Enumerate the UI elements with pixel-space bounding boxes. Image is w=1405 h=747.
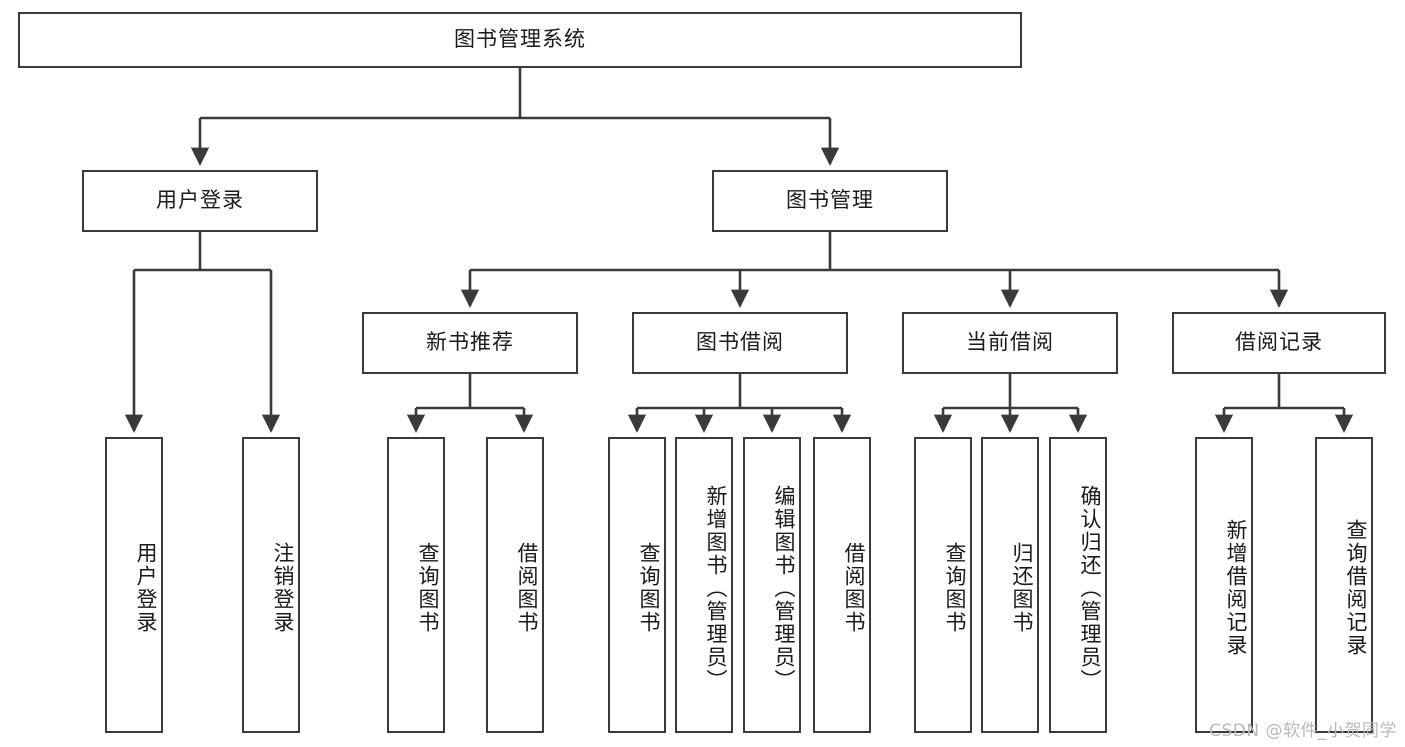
node-root-label: 图书管理系统 <box>454 27 586 52</box>
leaf-current-return-label: 归还图书 <box>1010 542 1034 634</box>
leaf-new-book-query-label: 查询图书 <box>416 542 440 634</box>
leaf-current-return[interactable]: 归还图书 <box>981 437 1039 733</box>
node-current-borrow[interactable]: 当前借阅 <box>902 312 1118 374</box>
leaf-current-query-label: 查询图书 <box>943 542 967 634</box>
leaf-record-add[interactable]: 新增借阅记录 <box>1195 437 1253 733</box>
node-new-book-recommend[interactable]: 新书推荐 <box>362 312 578 374</box>
leaf-user-login[interactable]: 用户登录 <box>105 437 163 733</box>
leaf-borrow-book[interactable]: 借阅图书 <box>813 437 871 733</box>
leaf-borrow-book-label: 借阅图书 <box>842 542 866 634</box>
leaf-record-add-label: 新增借阅记录 <box>1224 519 1248 657</box>
leaf-record-query[interactable]: 查询借阅记录 <box>1315 437 1373 733</box>
leaf-user-logout-label: 注销登录 <box>271 542 295 634</box>
node-book-borrow[interactable]: 图书借阅 <box>632 312 848 374</box>
node-root[interactable]: 图书管理系统 <box>18 12 1022 68</box>
node-book-management[interactable]: 图书管理 <box>712 170 948 232</box>
node-user-login[interactable]: 用户登录 <box>82 170 318 232</box>
leaf-new-book-query[interactable]: 查询图书 <box>387 437 445 733</box>
csdn-watermark: CSDN @软件_小贺同学 <box>1209 721 1397 741</box>
leaf-record-query-label: 查询借阅记录 <box>1344 519 1368 657</box>
leaf-borrow-query[interactable]: 查询图书 <box>608 437 666 733</box>
leaf-user-login-label: 用户登录 <box>134 542 158 634</box>
node-borrow-records[interactable]: 借阅记录 <box>1172 312 1386 374</box>
node-user-login-label: 用户登录 <box>156 188 244 213</box>
leaf-current-confirm-return-label: 确认归还（管理员） <box>1078 484 1102 692</box>
leaf-borrow-edit-book-label: 编辑图书（管理员） <box>772 484 796 692</box>
leaf-new-book-borrow[interactable]: 借阅图书 <box>486 437 544 733</box>
leaf-user-logout[interactable]: 注销登录 <box>242 437 300 733</box>
node-new-book-recommend-label: 新书推荐 <box>426 330 514 355</box>
node-book-borrow-label: 图书借阅 <box>696 330 784 355</box>
leaf-current-query[interactable]: 查询图书 <box>914 437 972 733</box>
node-current-borrow-label: 当前借阅 <box>966 330 1054 355</box>
node-borrow-records-label: 借阅记录 <box>1235 330 1323 355</box>
node-book-management-label: 图书管理 <box>786 188 874 213</box>
leaf-borrow-query-label: 查询图书 <box>637 542 661 634</box>
leaf-borrow-add-book[interactable]: 新增图书（管理员） <box>675 437 733 733</box>
leaf-borrow-edit-book[interactable]: 编辑图书（管理员） <box>743 437 801 733</box>
leaf-borrow-add-book-label: 新增图书（管理员） <box>704 484 728 692</box>
leaf-new-book-borrow-label: 借阅图书 <box>515 542 539 634</box>
leaf-current-confirm-return[interactable]: 确认归还（管理员） <box>1049 437 1107 733</box>
